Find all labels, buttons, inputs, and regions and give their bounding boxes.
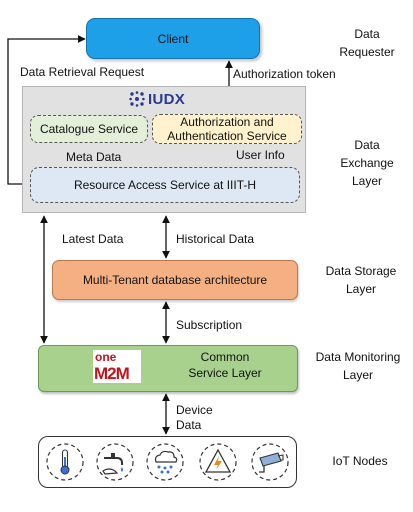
- iot-node-electric: [198, 442, 238, 482]
- layer-label-exchange-line3: Layer: [351, 174, 383, 188]
- resource-access-service-box: Resource Access Service at IIIT-H: [30, 167, 300, 203]
- iot-nodes-panel: [38, 436, 297, 488]
- layer-label-monitoring-line2: Layer: [342, 368, 374, 382]
- catalogue-service-label: Catalogue Service: [39, 122, 139, 136]
- storage-label: Multi-Tenant database architecture: [82, 273, 268, 287]
- iot-node-water: [95, 442, 135, 482]
- storage-box: Multi-Tenant database architecture: [52, 260, 298, 300]
- data-retrieval-arrow: [7, 35, 86, 185]
- authorization-token-label: Authorization token: [233, 67, 336, 81]
- layer-label-exchange-line1: Data: [354, 138, 380, 152]
- iudx-logo-icon: [129, 91, 145, 107]
- device-data-label-line1: Device: [176, 403, 213, 417]
- iot-node-thermometer: [45, 442, 85, 482]
- layer-label-requester-line2: Requester: [339, 45, 395, 59]
- camera-icon: [251, 443, 289, 481]
- layer-label-exchange-line2: Exchange: [340, 156, 394, 170]
- iudx-logo: IUDX: [129, 90, 185, 108]
- auth-service-label-line1: Authorization and: [180, 115, 274, 129]
- layer-label-storage: Data Storage Layer: [311, 262, 411, 298]
- layer-label-storage-line2: Layer: [345, 282, 377, 296]
- common-service-layer-label-line2: Service Layer: [188, 366, 262, 380]
- catalogue-service-box: Catalogue Service: [30, 115, 148, 143]
- onem2m-logo-line1: one: [95, 350, 117, 364]
- layer-label-monitoring-line1: Data Monitoring: [315, 350, 401, 364]
- layer-label-iot-text: IoT Nodes: [332, 454, 388, 468]
- electric-hazard-icon: [199, 443, 237, 481]
- common-service-layer-box: [38, 345, 298, 392]
- data-retrieval-request-label: Data Retrieval Request: [20, 65, 145, 79]
- iot-node-rain: [145, 442, 185, 482]
- client-box: Client: [86, 18, 260, 59]
- iot-node-camera: [250, 442, 290, 482]
- onem2m-logo-line2: M2M: [94, 364, 130, 383]
- resource-access-service-label: Resource Access Service at IIIT-H: [73, 178, 257, 192]
- water-tap-icon: [96, 443, 134, 481]
- historical-data-label: Historical Data: [176, 232, 255, 246]
- auth-service-box: Authorization and Authentication Service: [152, 114, 302, 144]
- layer-label-storage-line1: Data Storage: [325, 264, 397, 278]
- device-data-label-line2: Data: [176, 418, 202, 432]
- onem2m-logo: one M2M: [93, 350, 141, 383]
- subscription-label: Subscription: [176, 318, 243, 332]
- auth-service-label-line2: Authentication Service: [167, 129, 287, 143]
- layer-label-exchange: Data Exchange Layer: [326, 136, 408, 190]
- common-service-layer-label-line1: Common: [200, 350, 250, 364]
- layer-label-requester-line1: Data: [354, 27, 380, 41]
- client-label: Client: [157, 31, 189, 46]
- iudx-logo-text: IUDX: [148, 90, 186, 108]
- common-service-layer-label: Common Service Layer: [170, 349, 280, 381]
- user-info-label: User Info: [236, 148, 285, 162]
- thermometer-icon: [46, 443, 84, 481]
- latest-data-label: Latest Data: [62, 232, 124, 246]
- device-data-label: Device Data: [176, 403, 213, 433]
- meta-data-label: Meta Data: [66, 150, 122, 164]
- layer-label-iot: IoT Nodes: [315, 452, 405, 470]
- layer-label-requester: Data Requester: [326, 25, 408, 61]
- layer-label-monitoring: Data Monitoring Layer: [305, 348, 411, 384]
- rain-cloud-icon: [146, 443, 184, 481]
